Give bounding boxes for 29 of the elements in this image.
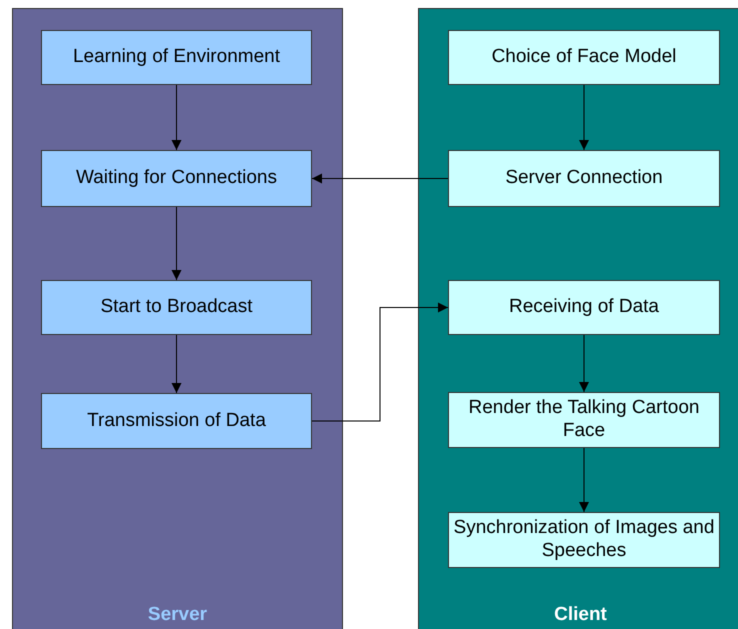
box-label: Render the Talking Cartoon Face [468, 397, 700, 443]
process-box [448, 392, 720, 448]
box-label: Choice of Face Model [492, 46, 676, 69]
arrow [172, 334, 182, 394]
arrow [579, 448, 589, 512]
box-label: Server Connection [505, 167, 663, 190]
process-box [41, 150, 312, 207]
process-box [448, 30, 720, 85]
arrow [172, 206, 182, 280]
box-label: Waiting for Connections [76, 167, 277, 190]
box-label: Start to Broadcast [100, 296, 253, 319]
lane-title: Client [553, 604, 608, 626]
box-label: Receiving of Data [509, 296, 659, 319]
process-box [41, 30, 312, 85]
swimlane-panel [418, 8, 738, 629]
process-box [448, 150, 720, 207]
arrow [172, 84, 182, 150]
box-label: Learning of Environment [72, 46, 280, 69]
box-label: Transmission of Data [87, 410, 266, 432]
process-box [41, 393, 312, 449]
arrow [312, 302, 448, 422]
box-label: Synchronization of Images and Speeches [452, 517, 716, 563]
arrow [579, 334, 589, 392]
swimlane-panel [12, 8, 343, 629]
process-box [41, 280, 312, 335]
process-box [448, 280, 720, 335]
arrow [579, 84, 589, 150]
lane-title: Server [146, 604, 208, 626]
arrow [312, 174, 448, 184]
